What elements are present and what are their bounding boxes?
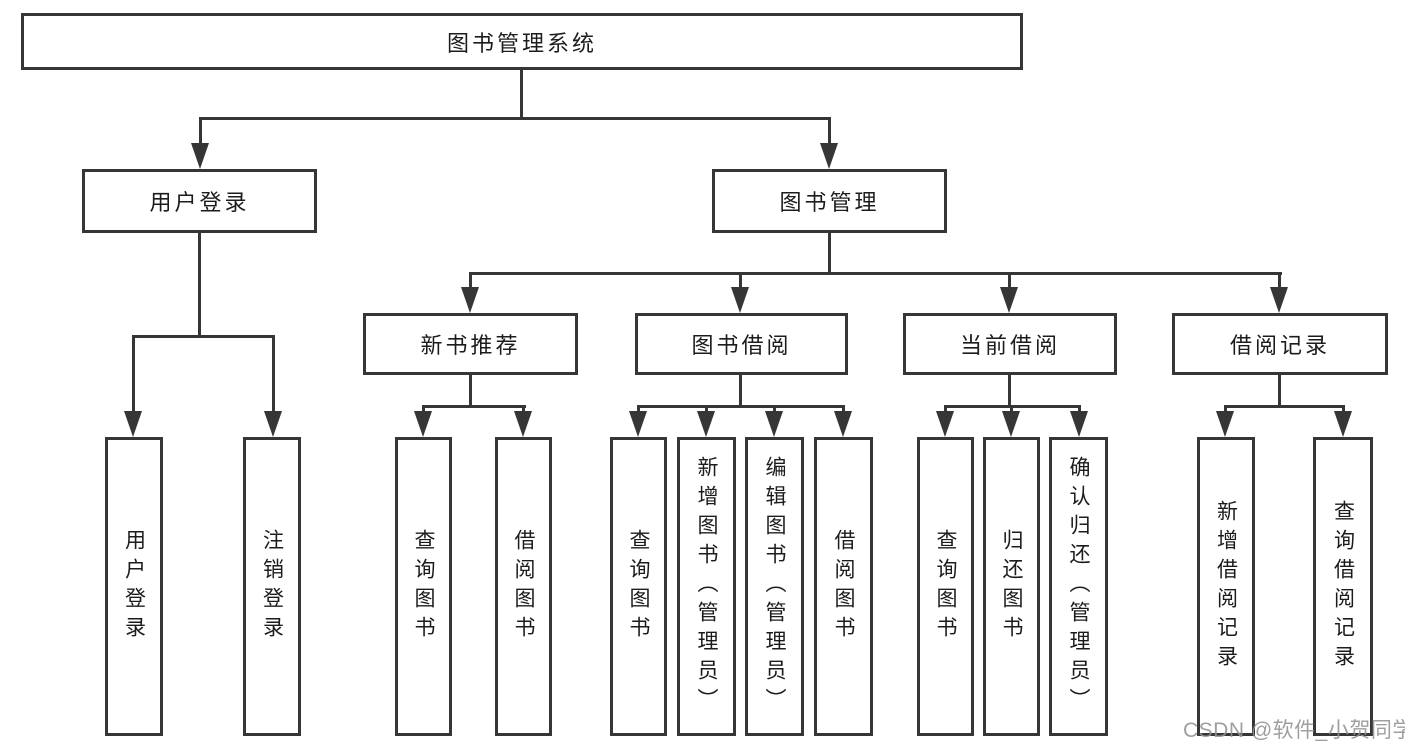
arrow-down-icon bbox=[414, 411, 432, 437]
connector-line bbox=[422, 405, 425, 414]
arrow-down-icon bbox=[264, 411, 282, 437]
node-label: 借阅图书 bbox=[512, 528, 535, 645]
arrow-down-icon bbox=[731, 287, 749, 313]
leaf-user-login: 用户登录 bbox=[105, 437, 163, 736]
arrow-down-icon bbox=[1070, 411, 1088, 437]
node-label: 借阅图书 bbox=[832, 528, 855, 645]
leaf-confirm-return-admin: 确认归还（管理员） bbox=[1049, 437, 1108, 736]
connector-line bbox=[1342, 405, 1345, 414]
connector-line bbox=[842, 405, 845, 414]
connector-line bbox=[739, 272, 742, 289]
connector-line bbox=[1010, 405, 1013, 414]
node-label: 新增图书（管理员） bbox=[695, 456, 718, 717]
node-new-book-recommendation: 新书推荐 bbox=[363, 313, 578, 375]
connector-line bbox=[1008, 272, 1011, 289]
node-label: 查询借阅记录 bbox=[1331, 499, 1355, 674]
arrow-down-icon bbox=[461, 287, 479, 313]
node-label: 注销登录 bbox=[260, 528, 284, 645]
connector-line bbox=[522, 405, 525, 414]
connector-line bbox=[637, 405, 845, 408]
connector-line bbox=[705, 405, 708, 414]
connector-line bbox=[739, 373, 742, 408]
leaf-return-book: 归还图书 bbox=[983, 437, 1040, 736]
connector-line bbox=[132, 335, 275, 338]
arrow-down-icon bbox=[1000, 287, 1018, 313]
arrow-down-icon bbox=[936, 411, 954, 437]
node-library-management-system: 图书管理系统 bbox=[21, 13, 1023, 70]
node-label: 图书管理 bbox=[779, 190, 880, 215]
arrow-down-icon bbox=[1002, 411, 1020, 437]
connector-line bbox=[637, 405, 640, 414]
leaf-query-borrow-record: 查询借阅记录 bbox=[1313, 437, 1373, 736]
connector-line bbox=[1078, 405, 1081, 414]
arrow-down-icon bbox=[765, 411, 783, 437]
connector-line bbox=[132, 335, 135, 413]
node-label: 用户登录 bbox=[122, 528, 146, 645]
leaf-query-books: 查询图书 bbox=[610, 437, 667, 736]
node-label: 图书管理系统 bbox=[446, 30, 597, 56]
leaf-borrow-books: 借阅图书 bbox=[495, 437, 552, 736]
node-label: 借阅记录 bbox=[1229, 333, 1330, 358]
leaf-query-books: 查询图书 bbox=[917, 437, 974, 736]
arrow-down-icon bbox=[820, 143, 838, 169]
connector-line bbox=[272, 335, 275, 413]
arrow-down-icon bbox=[1334, 411, 1352, 437]
connector-line bbox=[422, 405, 526, 408]
arrow-down-icon bbox=[1270, 287, 1288, 313]
leaf-edit-book-admin: 编辑图书（管理员） bbox=[745, 437, 804, 736]
arrow-down-icon bbox=[1216, 411, 1234, 437]
node-label: 确认归还（管理员） bbox=[1067, 456, 1090, 717]
connector-line bbox=[1278, 373, 1281, 408]
node-book-management: 图书管理 bbox=[712, 169, 947, 233]
connector-line bbox=[199, 117, 831, 120]
node-label: 查询图书 bbox=[627, 528, 650, 645]
connector-line bbox=[1224, 405, 1345, 408]
arrow-down-icon bbox=[124, 411, 142, 437]
node-label: 归还图书 bbox=[1000, 528, 1023, 645]
connector-line bbox=[1008, 373, 1011, 408]
leaf-query-books: 查询图书 bbox=[395, 437, 452, 736]
node-label: 新增借阅记录 bbox=[1214, 499, 1238, 674]
connector-line bbox=[773, 405, 776, 414]
node-label: 查询图书 bbox=[934, 528, 957, 645]
arrow-down-icon bbox=[697, 411, 715, 437]
node-label: 新书推荐 bbox=[420, 333, 521, 358]
connector-line bbox=[1224, 405, 1227, 414]
csdn-watermark: CSDN @软件_小贺同学 bbox=[1183, 719, 1405, 742]
connector-line bbox=[469, 272, 472, 289]
node-borrowing-records: 借阅记录 bbox=[1172, 313, 1388, 375]
leaf-logout: 注销登录 bbox=[243, 437, 301, 736]
connector-line bbox=[469, 272, 1282, 275]
connector-line bbox=[198, 233, 201, 338]
node-label: 图书借阅 bbox=[691, 333, 792, 358]
leaf-add-book-admin: 新增图书（管理员） bbox=[677, 437, 736, 736]
arrow-down-icon bbox=[834, 411, 852, 437]
connector-line bbox=[944, 405, 947, 414]
connector-line bbox=[520, 68, 523, 120]
node-label: 当前借阅 bbox=[959, 333, 1060, 358]
arrow-down-icon bbox=[629, 411, 647, 437]
leaf-borrow-books: 借阅图书 bbox=[814, 437, 873, 736]
connector-line bbox=[469, 373, 472, 408]
arrow-down-icon bbox=[514, 411, 532, 437]
node-current-borrowing: 当前借阅 bbox=[903, 313, 1117, 375]
connector-line bbox=[828, 117, 831, 146]
node-user-login: 用户登录 bbox=[82, 169, 317, 233]
arrow-down-icon bbox=[191, 143, 209, 169]
node-label: 编辑图书（管理员） bbox=[763, 456, 786, 717]
node-book-borrowing: 图书借阅 bbox=[635, 313, 848, 375]
leaf-add-borrow-record: 新增借阅记录 bbox=[1197, 437, 1255, 736]
connector-line bbox=[1278, 272, 1281, 289]
node-label: 查询图书 bbox=[412, 528, 435, 645]
connector-line bbox=[828, 233, 831, 275]
node-label: 用户登录 bbox=[149, 190, 250, 215]
connector-line bbox=[199, 117, 202, 146]
